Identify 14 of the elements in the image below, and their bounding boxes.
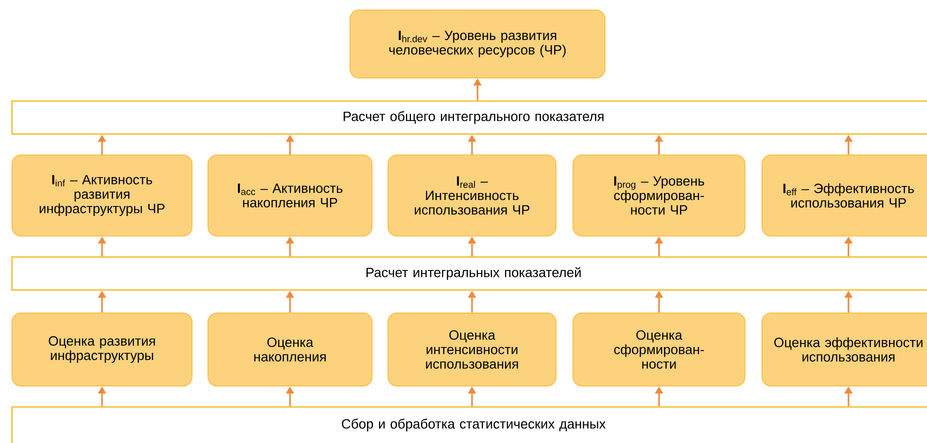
process-band: Сбор и обработка статистических данных xyxy=(11,406,927,443)
process-box: Оценка интенсивности использования xyxy=(388,312,556,386)
process-box: I$_{prog}$ – Уровень сформирован- ности ЧР xyxy=(572,154,746,236)
process-box: Оценка накопления xyxy=(208,312,372,386)
process-box: I$_{acc}$ – Активность накопления ЧР xyxy=(208,154,372,236)
process-box: Оценка сформирован- ности xyxy=(572,312,746,386)
process-box: I$_{hr.dev}$ – Уровень развития человеческих ресурсов (ЧР) xyxy=(350,10,606,78)
process-band: Расчет общего интегрального показателя xyxy=(11,100,927,135)
process-box: I$_{eff}$ – Эффективность использования ЧР xyxy=(762,154,927,236)
process-box: Оценка эффективности использования xyxy=(762,312,927,386)
process-box: I$_{inf}$ – Активность развития инфраструктуры ЧР xyxy=(12,154,192,236)
process-box: Оценка развития инфраструктуры xyxy=(12,312,192,386)
process-band: Расчет интегральных показателей xyxy=(11,256,927,291)
process-box: I$_{real}$ – Интенсивность использования ЧР xyxy=(388,154,556,236)
